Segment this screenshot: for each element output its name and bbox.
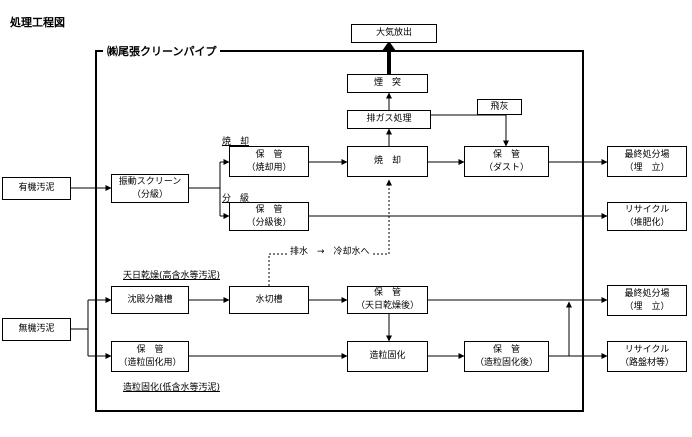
granulation-box: 造粒固化 [347,341,428,372]
storage-after-classify-box: 保 管 （分級後） [229,202,309,231]
storage-after-sundry-box: 保 管 （天日乾燥後） [347,286,428,314]
fly-ash-box: 飛灰 [477,99,522,115]
company-name: ㈱尾張クリーンパイプ [103,43,221,59]
thick-arrow-head [382,41,396,51]
final-disposal-2-box: 最終処分場 （埋 立） [607,285,687,316]
label-classify: 分 級 [222,194,250,204]
storage-dust-box: 保 管 （ダスト） [464,146,549,177]
label-granule-low: 造粒固化(低含水等汚泥) [123,383,221,393]
vibrating-screen-box: 振動スクリーン （分級） [111,174,189,203]
storage-for-burn-box: 保 管 （焼却用） [229,146,309,177]
sedimentation-tank-box: 沈殿分離槽 [111,286,189,314]
company-frame [95,50,584,412]
inorganic-sludge-label: 無機汚泥 [18,324,55,334]
organic-sludge-label: 有機汚泥 [18,183,55,193]
chimney-box: 煙 突 [347,74,428,93]
label-sun-dry: 天日乾燥(高含水等汚泥) [123,271,221,281]
label-burn: 焼 却 [222,137,250,147]
recycle-roadbed-box: リサイクル （路盤材等） [607,341,687,372]
storage-after-granule-box: 保 管 （造粒固化後） [464,341,549,372]
page-title: 処理工程図 [10,16,65,29]
label-drain: 排水 → 冷却水へ [288,244,372,257]
incineration-box: 焼 却 [347,146,428,177]
dotted-drain-line [268,179,392,286]
dewatering-tank-box: 水切槽 [229,286,309,314]
recycle-compost-box: リサイクル （堆肥化） [607,202,687,231]
inorganic-sludge-box: 無機汚泥 [2,318,71,341]
atmosphere-release-box: 大気放出 [351,24,437,43]
storage-for-granule-box: 保 管 （造粒固化用） [111,341,189,372]
final-disposal-1-box: 最終処分場 （埋 立） [607,146,687,177]
exhaust-treatment-box: 排ガス処理 [347,110,431,129]
organic-sludge-box: 有機汚泥 [2,177,71,200]
